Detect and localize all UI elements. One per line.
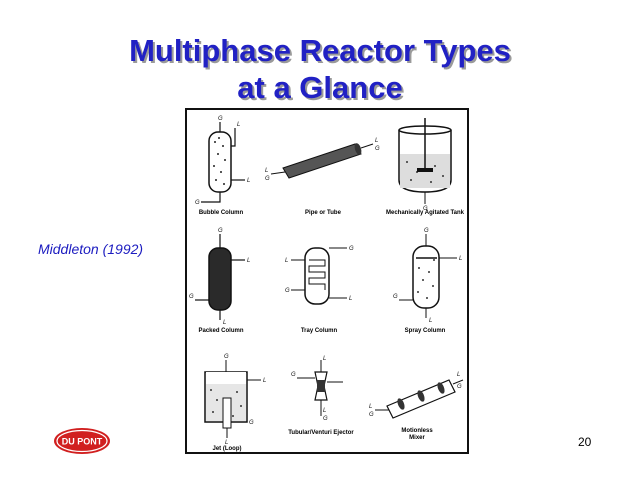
svg-text:G: G (393, 294, 398, 300)
svg-text:L: L (369, 404, 372, 410)
svg-text:L: L (265, 168, 268, 174)
slide-title-line-2: at a Glance (237, 70, 403, 105)
svg-text:L: L (247, 178, 250, 184)
svg-text:L: L (237, 122, 240, 128)
tray-column-diagram: G L G L (285, 246, 354, 305)
svg-text:G: G (349, 246, 354, 252)
slide-title-line-1: Multiphase Reactor Types (129, 33, 511, 68)
svg-text:L: L (223, 320, 226, 326)
svg-text:G: G (457, 384, 462, 390)
svg-text:L: L (225, 440, 228, 446)
reactor-diagram: GL LG LG LG G Bubble Column (189, 116, 465, 452)
caption-pipe: Pipe or Tube (305, 210, 342, 216)
caption-packed-column: Packed Column (198, 328, 243, 334)
caption-bubble-column: Bubble Column (199, 210, 244, 216)
svg-text:L: L (247, 258, 250, 264)
svg-text:G: G (285, 288, 290, 294)
svg-text:G: G (323, 416, 328, 422)
svg-text:G: G (265, 176, 270, 182)
packed-column-diagram: G L G L (189, 228, 250, 326)
svg-text:L: L (323, 356, 326, 362)
caption-mixer-line-2: Mixer (409, 435, 425, 441)
svg-text:G: G (423, 206, 428, 212)
caption-ejector: Tubular/Venturi Ejector (288, 430, 354, 436)
caption-agitated-tank: Mechanically Agitated Tank (386, 210, 465, 216)
slide-title: Multiphase Reactor Types at a Glance (100, 32, 540, 106)
svg-text:L: L (459, 256, 462, 262)
svg-text:L: L (349, 296, 352, 302)
svg-text:L: L (375, 138, 378, 144)
dupont-logo: DU PONT (54, 428, 110, 454)
svg-text:L: L (323, 408, 326, 414)
caption-mixer-line-1: Motionless (401, 428, 433, 434)
agitated-tank-diagram: G (398, 118, 452, 212)
page-number: 20 (578, 435, 592, 449)
svg-text:G: G (249, 420, 254, 426)
source-citation: Middleton (1992) (38, 241, 144, 257)
svg-text:G: G (369, 412, 374, 418)
svg-text:G: G (195, 200, 200, 206)
ejector-diagram: LG LG (291, 356, 343, 422)
pipe-diagram: LG LG (265, 138, 380, 182)
jet-loop-diagram: G L G L (204, 354, 266, 446)
svg-text:G: G (375, 146, 380, 152)
svg-text:G: G (291, 372, 296, 378)
svg-text:G: G (424, 228, 429, 234)
logo-text: DU PONT (62, 437, 103, 447)
svg-text:G: G (218, 116, 223, 122)
caption-tray-column: Tray Column (301, 328, 338, 334)
caption-jet-loop: Jet (Loop) (213, 446, 242, 452)
spray-column-diagram: G L G L (393, 228, 462, 324)
svg-text:L: L (429, 318, 432, 324)
bubble-column-diagram: G L L G (195, 116, 250, 206)
svg-text:G: G (224, 354, 229, 360)
svg-text:L: L (285, 258, 288, 264)
svg-text:G: G (189, 294, 194, 300)
svg-text:L: L (457, 372, 460, 378)
svg-text:G: G (218, 228, 223, 234)
svg-text:L: L (263, 378, 266, 384)
motionless-mixer-diagram: LG LG (369, 372, 464, 419)
caption-spray-column: Spray Column (405, 328, 446, 334)
